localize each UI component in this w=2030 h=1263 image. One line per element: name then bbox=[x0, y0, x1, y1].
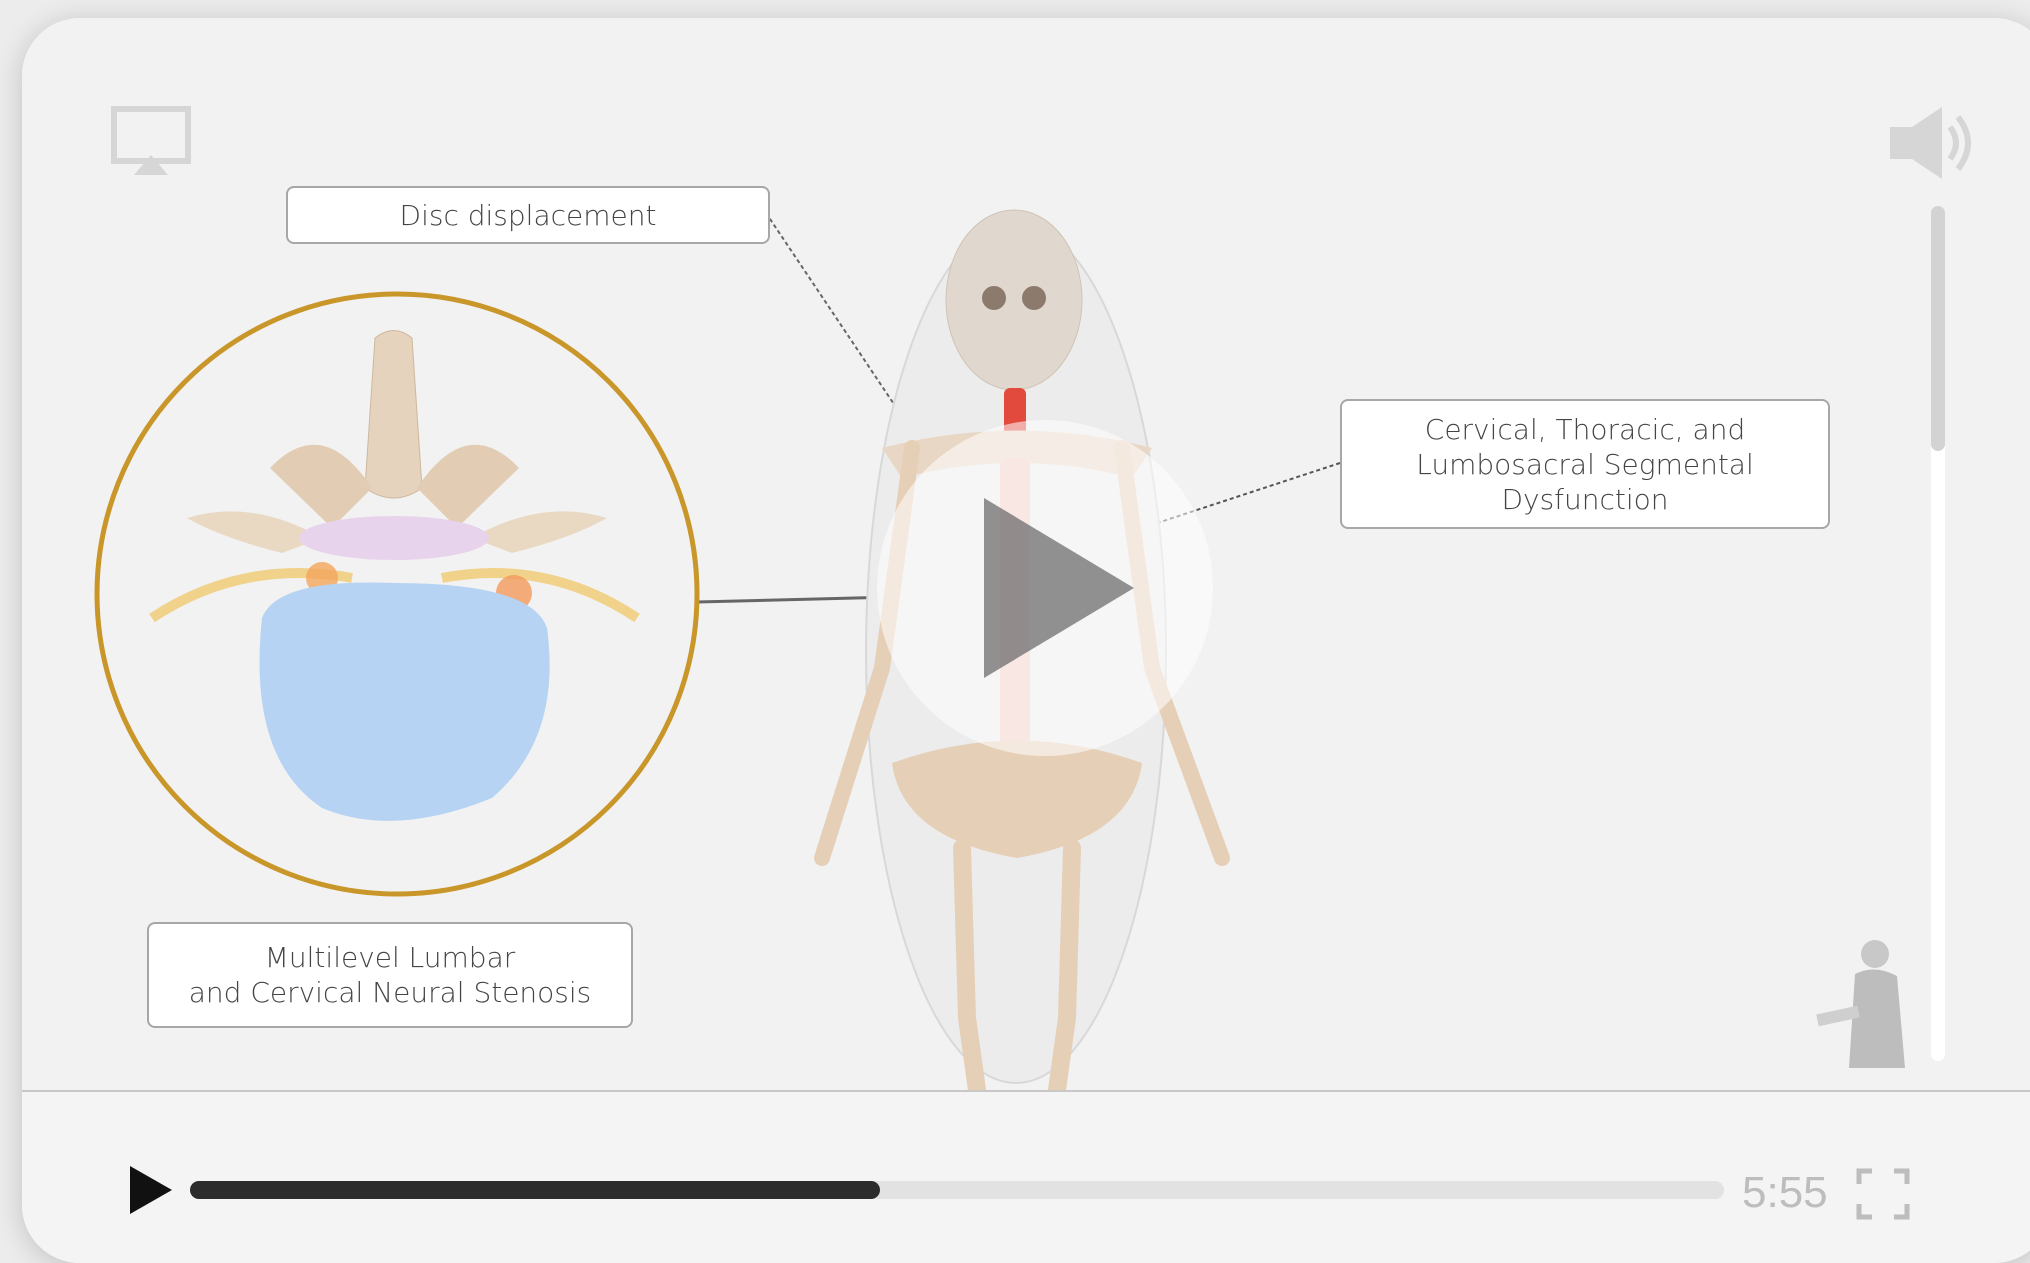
video-frame[interactable]: Disc displacement Cervical, Thoracic, an… bbox=[22, 18, 2030, 1090]
progress-fill bbox=[190, 1181, 880, 1199]
big-play-button[interactable] bbox=[877, 420, 1213, 756]
progress-bar[interactable] bbox=[190, 1181, 1724, 1199]
volume-icon[interactable] bbox=[1886, 103, 1984, 183]
time-remaining: 5:55 bbox=[1742, 1168, 1828, 1218]
control-bar: 5:55 bbox=[22, 1090, 2030, 1263]
presenter-figure bbox=[1805, 928, 1915, 1068]
vertical-scrollbar[interactable] bbox=[1931, 206, 1945, 1061]
video-player[interactable]: Disc displacement Cervical, Thoracic, an… bbox=[22, 18, 2030, 1263]
label-neural-stenosis: Multilevel Lumbar and Cervical Neural St… bbox=[147, 922, 633, 1028]
label-disc-displacement: Disc displacement bbox=[286, 186, 770, 244]
airplay-icon[interactable] bbox=[110, 103, 192, 183]
label-segmental-dysfunction: Cervical, Thoracic, and Lumbosacral Segm… bbox=[1340, 399, 1830, 529]
scrollbar-thumb[interactable] bbox=[1931, 206, 1945, 451]
play-icon bbox=[984, 498, 1134, 678]
fullscreen-icon[interactable] bbox=[1856, 1168, 1910, 1220]
play-button[interactable] bbox=[130, 1166, 172, 1214]
